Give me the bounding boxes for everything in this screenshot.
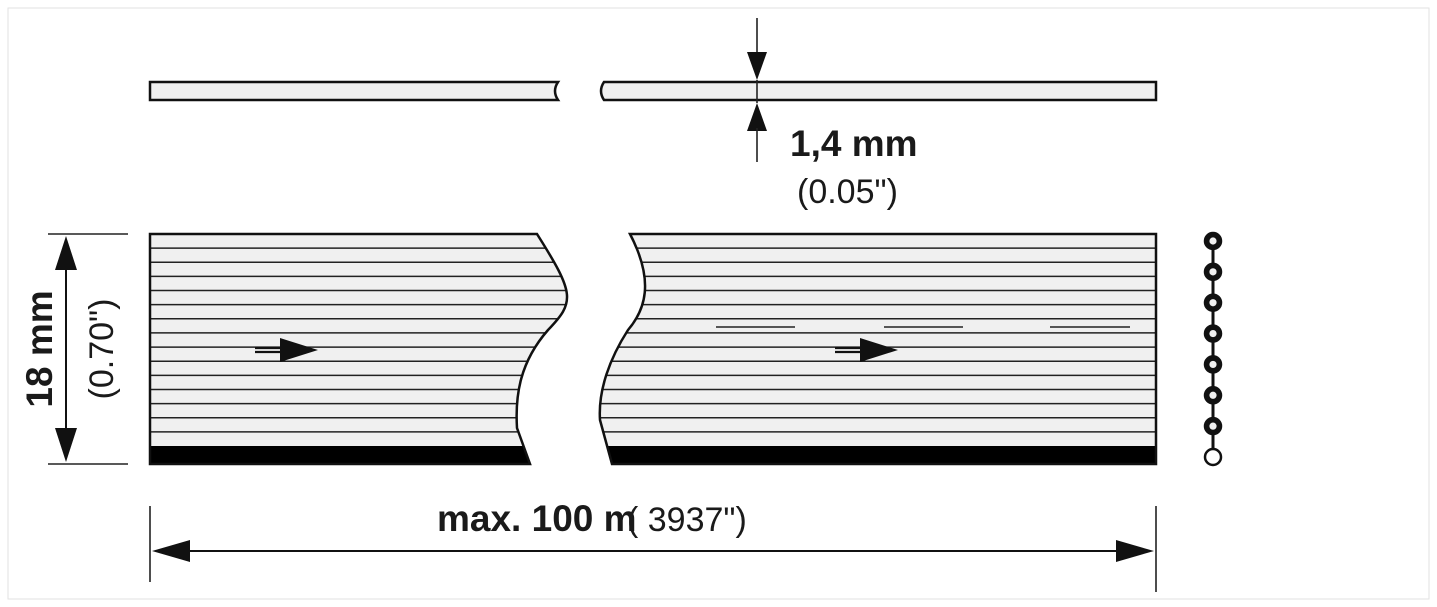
ribbon-left-marker-stripe	[150, 446, 568, 464]
thickness-inch-label: (0.05")	[797, 173, 898, 211]
conductor-core	[1209, 391, 1217, 399]
conductor-core	[1209, 329, 1217, 338]
width-mm-label: 18 mm	[19, 290, 60, 407]
ribbon-right-outline	[598, 232, 1158, 466]
length-metric-label: max. 100 m	[437, 498, 637, 539]
length-right-arrow-icon	[1116, 540, 1154, 562]
length-left-arrow-icon	[152, 540, 190, 562]
side-view-right-segment	[599, 80, 1158, 102]
direction-arrow-icon	[835, 338, 898, 362]
width-dimension: 18 mm (0.70")	[19, 233, 128, 465]
ribbon-right-segment	[599, 234, 1156, 464]
thickness-top-arrow-icon	[747, 52, 767, 80]
conductor-core	[1209, 237, 1217, 245]
conductor-core	[1209, 268, 1217, 276]
thickness-dimension: 1,4 mm (0.05")	[747, 18, 918, 211]
ribbon-right-marker-stripe	[599, 446, 1156, 464]
side-view-left-segment	[148, 80, 561, 102]
cable-cross-section	[1203, 231, 1223, 467]
cable-side-view	[148, 80, 1158, 102]
width-inch-label: (0.70")	[83, 299, 121, 400]
thickness-bottom-arrow-icon	[747, 103, 767, 131]
drawing-frame	[7, 7, 1430, 600]
conductor-core	[1209, 422, 1217, 430]
length-inch-label: ( 3937")	[627, 501, 747, 539]
thickness-mm-label: 1,4 mm	[790, 123, 918, 164]
conductor-core	[1209, 360, 1217, 369]
width-bottom-arrow-icon	[55, 428, 77, 462]
ribbon-left-segment	[150, 234, 568, 464]
conductor-icon	[1203, 447, 1223, 467]
conductor-core	[1209, 299, 1217, 307]
width-top-arrow-icon	[55, 236, 77, 270]
length-dimension: max. 100 m ( 3937")	[149, 498, 1157, 592]
cable-top-view	[148, 232, 1158, 466]
ribbon-left-outline	[148, 232, 569, 466]
direction-arrow-icon	[255, 338, 318, 362]
